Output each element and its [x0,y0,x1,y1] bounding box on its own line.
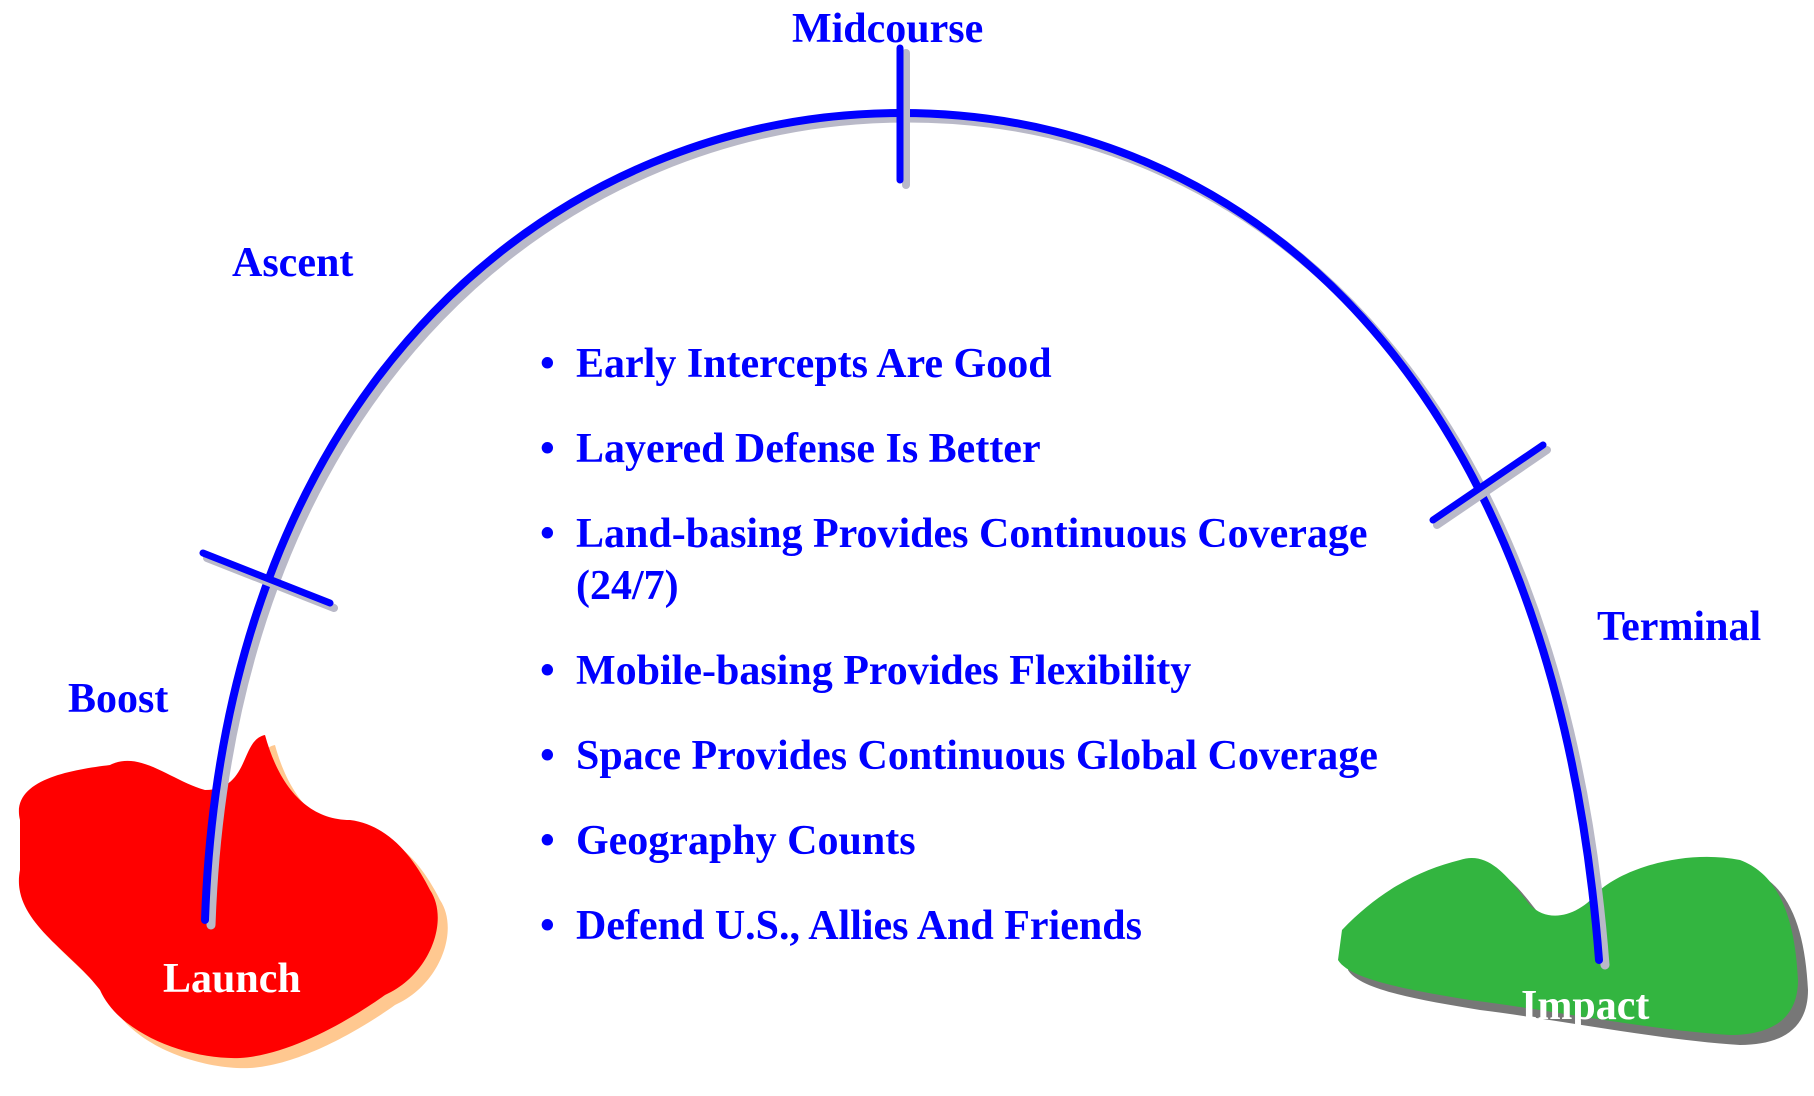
bullet-icon: • [540,903,555,949]
list-item: • Mobile-basing Provides Flexibility [540,645,1400,697]
ascent-label: Ascent [232,240,354,286]
bullet-icon: • [540,426,555,472]
list-item-text: Land-basing Provides Continuous Coverage… [576,511,1368,609]
list-item-text: Defend U.S., Allies And Friends [576,903,1142,949]
launch-region [18,735,438,1059]
launch-label: Launch [163,956,301,1002]
list-item-text: Early Intercepts Are Good [576,341,1052,387]
bullet-icon: • [540,818,555,864]
list-item-text: Geography Counts [576,818,916,864]
list-item-text: Layered Defense Is Better [576,426,1041,472]
list-item: • Space Provides Continuous Global Covera… [540,730,1400,782]
list-item: • Early Intercepts Are Good [540,338,1400,390]
list-item: • Land-basing Provides Continuous Coverag… [540,508,1400,612]
bullet-icon: • [540,511,555,557]
principles-list: • Early Intercepts Are Good • Layered Defe… [540,338,1400,985]
terminal-label: Terminal [1597,604,1762,650]
list-item: • Layered Defense Is Better [540,423,1400,475]
bullet-icon: • [540,733,555,779]
boost-label: Boost [68,676,169,722]
list-item: • Defend U.S., Allies And Friends [540,900,1400,952]
list-item: • Geography Counts [540,815,1400,867]
midcourse-terminal-divider [1429,441,1547,524]
midcourse-label: Midcourse [792,6,984,52]
bullet-icon: • [540,341,555,387]
midcourse-terminal-divider-shadow [1433,446,1551,529]
list-item-text: Space Provides Continuous Global Coverag… [576,733,1378,779]
impact-label: Impact [1521,983,1650,1029]
boost-ascent-divider [199,549,334,607]
bullet-icon: • [540,648,555,694]
list-item-text: Mobile-basing Provides Flexibility [576,648,1192,694]
impact-region [1338,856,1798,1035]
